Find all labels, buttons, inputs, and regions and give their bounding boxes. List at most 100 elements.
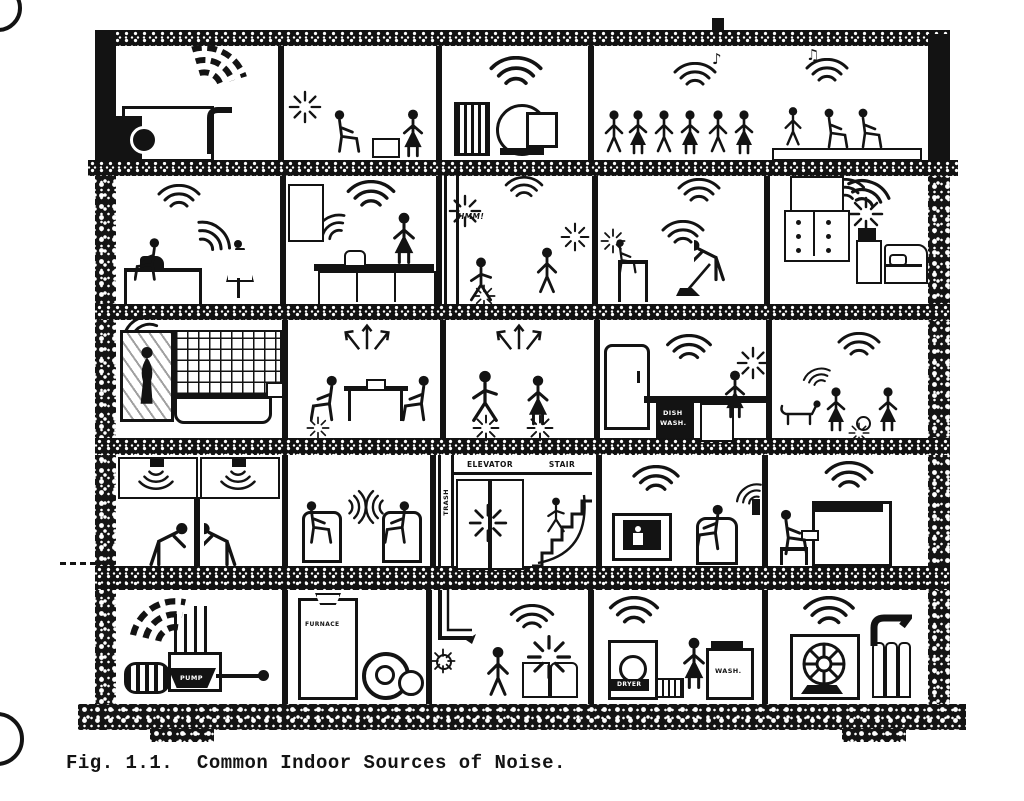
room-kitchen-dishwasher: DISH WASH. bbox=[600, 320, 770, 442]
wall-speaker-icon bbox=[232, 459, 246, 467]
baby-noise-burst-icon bbox=[600, 228, 626, 254]
floor-slab-3 bbox=[95, 438, 950, 455]
toy-stool bbox=[372, 138, 400, 158]
pump-label: PUMP bbox=[180, 674, 203, 682]
cabinet-divider bbox=[394, 273, 396, 302]
interior-wall bbox=[762, 590, 768, 704]
dress-form-stand bbox=[237, 278, 240, 298]
dryer-noise-arcs-icon bbox=[608, 596, 660, 624]
interior-wall bbox=[278, 46, 284, 160]
table-dish bbox=[366, 379, 386, 391]
furnace-icon: FURNACE bbox=[298, 593, 358, 700]
laundry-woman-figure bbox=[683, 636, 705, 690]
mother-figure bbox=[402, 108, 424, 158]
conductor-figure bbox=[784, 105, 802, 146]
room-corridor-footfalls bbox=[446, 320, 594, 442]
interior-wall bbox=[282, 590, 288, 704]
ceiling-impact-arrows-icon bbox=[496, 324, 542, 351]
bulb-rays-icon bbox=[430, 648, 456, 674]
wall-speaker-icon bbox=[150, 459, 164, 467]
footfall-burst-icon bbox=[526, 414, 554, 442]
chair-scraping-figure bbox=[310, 374, 339, 422]
radio-stand bbox=[856, 240, 882, 284]
dishwasher-icon: DISH WASH. bbox=[656, 403, 694, 438]
ground-slab bbox=[78, 704, 966, 730]
core-lintel bbox=[452, 472, 592, 475]
footing-left bbox=[150, 728, 214, 742]
vacuum-cleaner-icon bbox=[676, 263, 711, 296]
room-kitchen-upper bbox=[286, 176, 436, 306]
base-cabinet bbox=[700, 403, 734, 442]
hammering-man-figure bbox=[536, 246, 558, 294]
interior-wall bbox=[436, 176, 442, 304]
dancer-figure bbox=[604, 109, 624, 153]
pipe-riser bbox=[872, 642, 885, 698]
radio-icon bbox=[858, 228, 876, 240]
water-pipe-riser bbox=[444, 176, 459, 304]
binder-hole-top bbox=[0, 0, 22, 32]
sewing-table bbox=[124, 268, 202, 304]
elevator-label: ELEVATOR bbox=[466, 460, 513, 469]
piano-bench bbox=[780, 547, 808, 565]
pipe-knock-burst-icon bbox=[448, 194, 482, 228]
pipe-riser bbox=[885, 642, 898, 698]
room-sewing bbox=[116, 176, 280, 304]
room-trash-collection bbox=[430, 590, 588, 704]
interior-wall bbox=[282, 455, 288, 566]
room-kids-and-dog bbox=[772, 320, 928, 444]
countertop bbox=[314, 264, 434, 271]
garbage-can bbox=[550, 662, 578, 698]
elevator-door-right bbox=[490, 479, 524, 570]
binder-hole-bottom bbox=[0, 712, 24, 766]
radiator-icon bbox=[454, 102, 490, 156]
furnace-label: FURNACE bbox=[305, 621, 340, 628]
bandstand-platform bbox=[772, 148, 922, 161]
floor-slab-4 bbox=[95, 566, 950, 590]
room-family bbox=[598, 176, 764, 304]
musician-figure bbox=[857, 107, 883, 149]
room-bathroom bbox=[116, 309, 284, 438]
figure-caption: Fig. 1.1. Common Indoor Sources of Noise… bbox=[66, 752, 566, 774]
speaker-closet bbox=[118, 457, 198, 499]
shower-stall bbox=[120, 330, 174, 422]
showering-person-silhouette bbox=[140, 347, 153, 404]
roof-slab bbox=[95, 30, 950, 46]
room-fan-equipment bbox=[442, 46, 588, 160]
piano-noise-arcs-icon bbox=[824, 461, 874, 488]
dishwasher-arcs-icon bbox=[666, 334, 712, 360]
room-tv bbox=[602, 455, 767, 566]
washer-label: WASH. bbox=[715, 667, 742, 675]
play-noise-arcs-icon bbox=[837, 332, 881, 356]
bathtub-icon bbox=[174, 396, 272, 424]
music-note-icon: ♪ bbox=[712, 50, 722, 68]
room-party: ♪ ♫ bbox=[594, 46, 928, 161]
interior-wall bbox=[280, 176, 286, 304]
neighbor-figure bbox=[149, 521, 190, 567]
interior-wall bbox=[282, 320, 288, 438]
trash-chute-elbow-icon bbox=[438, 590, 476, 644]
service-pipe-stub bbox=[60, 562, 96, 565]
blower-pulley-icon bbox=[398, 670, 424, 696]
room-pump: PUMP bbox=[116, 590, 282, 704]
room-laundry: DRYER WASH. bbox=[594, 590, 762, 704]
fan-housing bbox=[790, 634, 860, 700]
janitor-figure bbox=[487, 645, 509, 696]
interior-wall bbox=[588, 590, 594, 704]
interior-wall bbox=[436, 46, 442, 160]
speaker-closet bbox=[200, 457, 280, 499]
pump-pipe bbox=[194, 606, 207, 658]
mixer-icon bbox=[344, 250, 366, 267]
exterior-wall-left-top bbox=[95, 30, 116, 170]
pump-shaft bbox=[216, 674, 262, 678]
tiled-wall bbox=[174, 330, 282, 396]
dancer-figure bbox=[734, 109, 754, 155]
armchair bbox=[302, 511, 342, 563]
room-furnace: FURNACE bbox=[288, 590, 426, 704]
footing-right bbox=[842, 728, 906, 742]
chair-scrape-burst-icon bbox=[306, 416, 330, 440]
pipe-hum-label: HMM! bbox=[458, 212, 485, 221]
tv-viewer-figure bbox=[696, 503, 725, 551]
speaker-arcs-icon bbox=[220, 470, 256, 490]
machine-flywheel-icon bbox=[130, 126, 158, 154]
